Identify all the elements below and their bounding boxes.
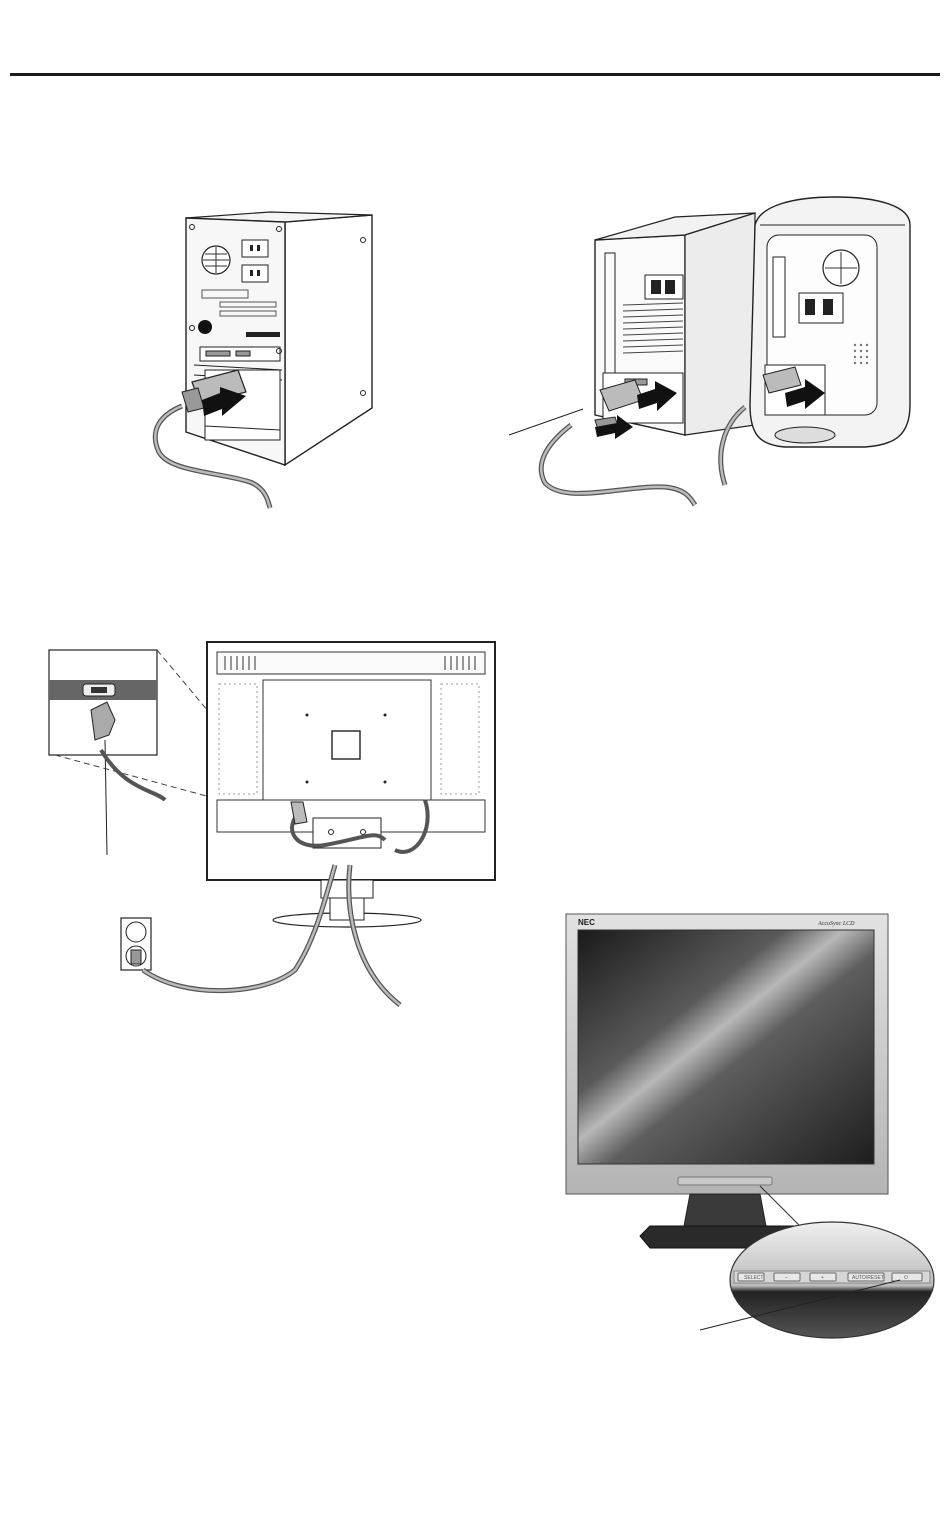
- header-rule: [10, 73, 940, 76]
- plus-button-label: +: [821, 1275, 824, 1281]
- model-label: AccuSync LCD: [817, 921, 855, 927]
- monitor-rear-figure: [45, 640, 505, 1020]
- pc-connection-figure: [150, 210, 380, 515]
- auto-reset-button-label: AUTO/RESET: [852, 1275, 884, 1281]
- mac-connection-figure: [505, 195, 915, 515]
- power-icon: ⏻: [904, 1275, 908, 1281]
- select-button-label: SELECT: [744, 1275, 763, 1281]
- minus-button-label: –: [785, 1275, 788, 1281]
- brand-logo: NEC: [578, 918, 595, 927]
- monitor-front-figure: NEC AccuSync LCD SELECT – + AUTO/RESET ⏻: [560, 910, 940, 1340]
